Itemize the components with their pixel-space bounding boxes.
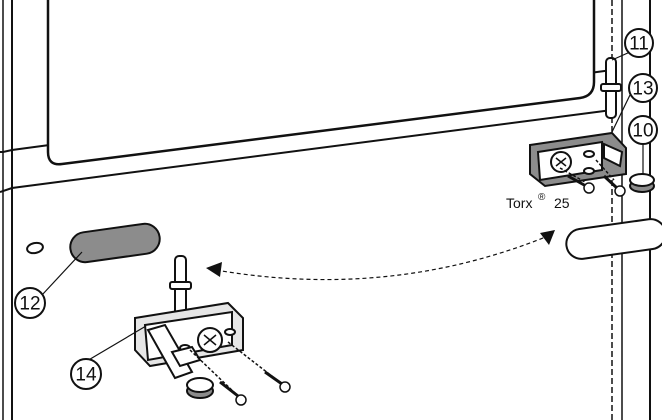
- hinge-pin-lower: [169, 255, 192, 317]
- hinge-bracket-13: [529, 131, 627, 188]
- screws-lower: [189, 341, 291, 406]
- callout-10: 10: [628, 115, 658, 145]
- cap-lower: [186, 377, 214, 399]
- door-window: [46, 0, 596, 166]
- callout-13-label: 13: [632, 79, 653, 100]
- callout-14: 14: [70, 358, 102, 390]
- screws-upper: [559, 159, 626, 197]
- grey-slot-cover: [69, 222, 161, 264]
- hinge-pin-11: [600, 57, 622, 119]
- callout-14-label: 14: [75, 365, 97, 386]
- torx-size: 25: [554, 195, 570, 211]
- callout-leaders: [41, 51, 644, 369]
- callout-11: 11: [624, 28, 654, 58]
- transfer-arrow: [206, 230, 555, 281]
- torx-text: Torx: [506, 195, 532, 211]
- hinge-bracket-14: [134, 301, 244, 380]
- cap-10: [629, 173, 655, 193]
- callout-11-label: 11: [629, 34, 649, 55]
- torx-label: Torx ® 25: [506, 192, 570, 211]
- callout-10-label: 10: [632, 121, 653, 142]
- torx-mark: ®: [538, 192, 546, 203]
- callout-12: 12: [14, 287, 46, 319]
- callout-12-label: 12: [19, 294, 40, 315]
- right-slot: [565, 218, 662, 260]
- callout-13: 13: [628, 73, 658, 103]
